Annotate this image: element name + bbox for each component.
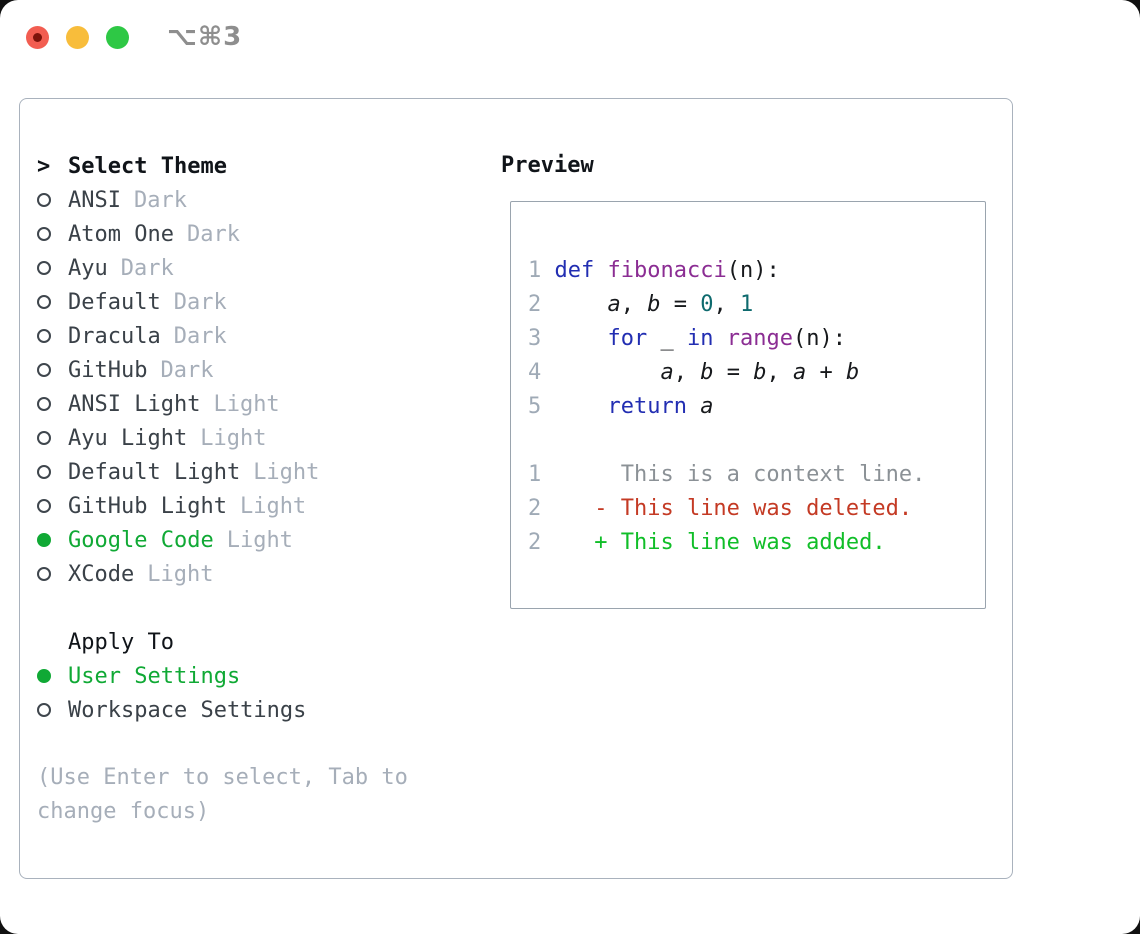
radio-icon: [37, 295, 68, 309]
theme-name: Ayu Light: [68, 425, 188, 451]
theme-name: GitHub Light: [68, 493, 227, 519]
theme-name: Atom One: [68, 221, 174, 247]
theme-option-default[interactable]: Default Dark: [37, 285, 492, 319]
line-number: 3: [528, 326, 555, 351]
zoom-button[interactable]: [106, 25, 129, 49]
preview-title: Preview: [501, 153, 594, 178]
theme-variant: Dark: [173, 323, 227, 349]
theme-variant: Dark: [120, 255, 174, 281]
theme-option-ansi-light[interactable]: ANSI Light Light: [37, 387, 492, 421]
theme-variant: Dark: [160, 357, 214, 383]
line-number: 2: [528, 530, 542, 555]
apply-option-user-settings[interactable]: User Settings: [37, 659, 492, 693]
radio-icon: [37, 193, 68, 207]
theme-name: Default Light: [68, 459, 241, 485]
theme-variant: Dark: [173, 289, 227, 315]
line-number: 1: [528, 462, 542, 487]
theme-variant: Light: [147, 561, 214, 587]
preview-code: 1 def fibonacci(n): 2 a, b = 0, 1 3 for _ …: [511, 202, 985, 560]
line-number: 5: [528, 394, 555, 419]
theme-option-github[interactable]: GitHub Dark: [37, 353, 492, 387]
radio-icon: [37, 703, 68, 717]
diff-text: + This line was added.: [541, 530, 886, 555]
diff-text: - This line was deleted.: [541, 496, 913, 521]
radio-icon: [37, 397, 68, 411]
code-line: 5 return a: [528, 394, 714, 419]
theme-variant: Light: [200, 425, 267, 451]
close-dot-icon: [33, 32, 42, 42]
close-button[interactable]: [26, 25, 49, 49]
diff-text: This is a context line.: [541, 462, 926, 487]
theme-option-ayu[interactable]: Ayu Dark: [37, 251, 492, 285]
spacer: [37, 591, 492, 625]
theme-option-google-code[interactable]: Google Code Light: [37, 523, 492, 557]
theme-name: ANSI: [68, 187, 121, 213]
titlebar: ⌥⌘3: [26, 22, 243, 52]
focus-cursor-icon: >: [37, 153, 51, 179]
code-line: 3 for _ in range(n):: [528, 326, 846, 351]
theme-name: ANSI Light: [68, 391, 201, 417]
line-number: 4: [528, 360, 555, 385]
select-theme-title: Select Theme: [68, 153, 227, 179]
spacer: [37, 727, 492, 761]
theme-option-default-light[interactable]: Default Light Light: [37, 455, 492, 489]
select-theme-header-row: > Select Theme: [37, 149, 492, 183]
line-number: 1: [528, 258, 555, 283]
theme-option-atom-one[interactable]: Atom One Dark: [37, 217, 492, 251]
radio-icon: [37, 567, 68, 581]
radio-icon: [37, 329, 68, 343]
theme-variant: Light: [239, 493, 307, 519]
radio-icon: [37, 465, 68, 479]
theme-option-dracula[interactable]: Dracula Dark: [37, 319, 492, 353]
theme-option-github-light[interactable]: GitHub Light Light: [37, 489, 492, 523]
theme-name: Default: [68, 289, 161, 315]
diff-line-added: 2 + This line was added.: [528, 526, 985, 560]
radio-icon: [37, 227, 68, 241]
radio-selected-icon: [37, 669, 68, 683]
code-line: 2 a, b = 0, 1: [528, 292, 754, 317]
theme-name: Google Code: [68, 527, 214, 553]
window-shortcut-label: ⌥⌘3: [167, 22, 243, 52]
minimize-button[interactable]: [66, 25, 89, 49]
theme-name: Dracula: [68, 323, 161, 349]
radio-selected-icon: [37, 533, 68, 547]
theme-option-ansi[interactable]: ANSI Dark: [37, 183, 492, 217]
theme-variant: Dark: [133, 187, 187, 213]
radio-icon: [37, 363, 68, 377]
theme-variant: Light: [213, 391, 280, 417]
diff-line-deleted: 2 - This line was deleted.: [528, 492, 985, 526]
help-text: (Use Enter to select, Tab to change focu…: [37, 765, 408, 824]
radio-icon: [37, 431, 68, 445]
apply-option-workspace-settings[interactable]: Workspace Settings: [37, 693, 492, 727]
radio-icon: [37, 261, 68, 275]
diff-line-context: 1 This is a context line.: [528, 458, 985, 492]
theme-variant: Dark: [186, 221, 240, 247]
blank-line: [528, 424, 985, 458]
apply-to-title: Apply To: [68, 629, 174, 655]
theme-variant: Light: [226, 527, 293, 553]
code-line: 4 a, b = b, a + b: [528, 360, 860, 385]
theme-option-xcode[interactable]: XCode Light: [37, 557, 492, 591]
theme-name: Ayu: [68, 255, 108, 281]
radio-icon: [37, 499, 68, 513]
code-line: 1 def fibonacci(n):: [528, 258, 780, 283]
preview-box: 1 def fibonacci(n): 2 a, b = 0, 1 3 for _ …: [510, 201, 986, 609]
apply-option-label: Workspace Settings: [68, 697, 307, 723]
theme-name: XCode: [68, 561, 135, 587]
line-number: 2: [528, 496, 542, 521]
theme-name: GitHub: [68, 357, 148, 383]
apply-option-label: User Settings: [68, 663, 241, 689]
apply-to-header-row: Apply To: [37, 625, 492, 659]
theme-option-ayu-light[interactable]: Ayu Light Light: [37, 421, 492, 455]
theme-variant: Light: [253, 459, 320, 485]
line-number: 2: [528, 292, 555, 317]
